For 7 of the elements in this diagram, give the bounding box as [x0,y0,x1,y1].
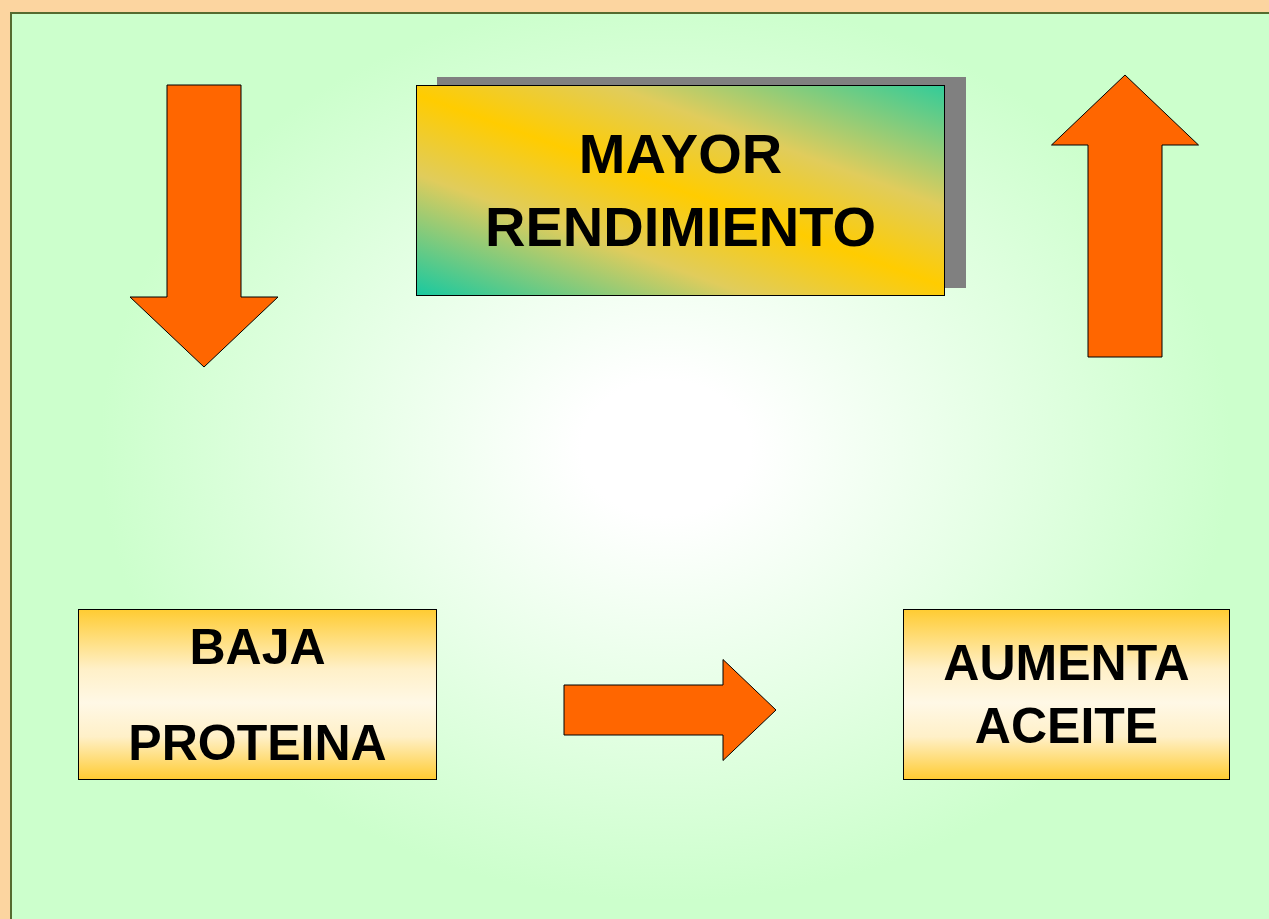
box-label: AUMENTA ACEITE [942,633,1191,756]
text-box [416,85,945,296]
box-label: BAJA PROTEINA [127,617,388,773]
box-label: MAYOR RENDIMIENTO [484,120,877,260]
text-box [903,609,1230,780]
text-box [78,609,437,780]
block-arrow [563,659,777,761]
